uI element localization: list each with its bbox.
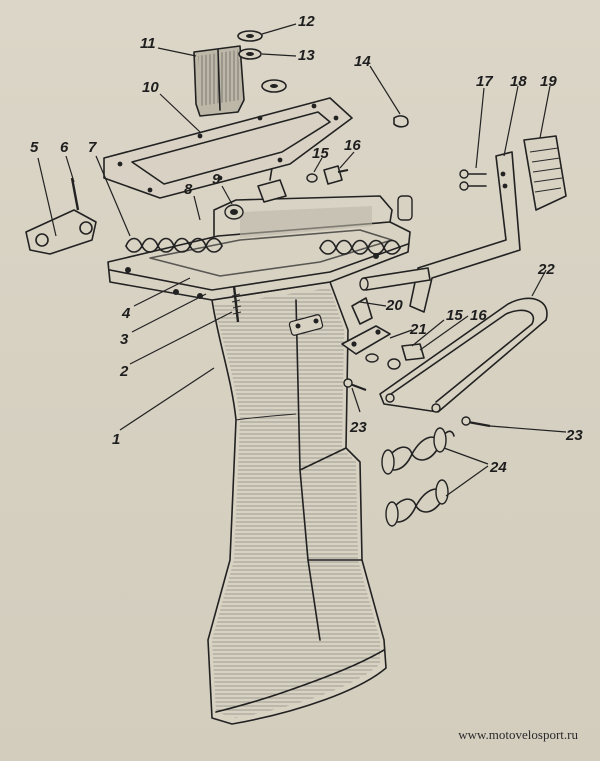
- callout-24: 24: [489, 459, 507, 476]
- callout-22: 22: [537, 261, 555, 278]
- callout-9: 9: [212, 171, 221, 188]
- callout-15-top: 15: [312, 145, 329, 162]
- grip-19: [523, 135, 567, 211]
- callout-2: 2: [119, 363, 129, 380]
- callouts: 1 2 3 4 5 6 7 8 9 10 11 12 13 14 15 15 1…: [30, 13, 583, 476]
- lever-5: [25, 177, 97, 255]
- screws-17: [459, 169, 487, 191]
- callout-7: 7: [88, 139, 97, 156]
- bolt-nut-lower: [365, 343, 425, 370]
- callout-20: 20: [385, 297, 403, 314]
- callout-16-top: 16: [344, 137, 361, 154]
- callout-16-lower: 16: [470, 307, 487, 324]
- callout-23-left: 23: [349, 419, 367, 436]
- bolt-nut-top: [306, 165, 349, 185]
- callout-5: 5: [30, 139, 39, 156]
- gasket: [103, 97, 353, 199]
- callout-11: 11: [140, 35, 156, 52]
- callout-17: 17: [476, 73, 493, 90]
- callout-3: 3: [120, 331, 129, 348]
- callout-15-lower: 15: [446, 307, 463, 324]
- rod-20: [359, 267, 431, 291]
- callout-14: 14: [354, 53, 371, 70]
- callout-18: 18: [510, 73, 527, 90]
- screw-2: [231, 285, 242, 323]
- stud-and-bushing: [224, 167, 287, 220]
- callout-13: 13: [298, 47, 315, 64]
- tiller-bracket-18: [409, 151, 521, 313]
- plate-14: [261, 79, 409, 128]
- callout-21: 21: [409, 321, 427, 338]
- springs-24: [381, 427, 455, 527]
- left-spring: [125, 237, 223, 253]
- callout-4: 4: [121, 305, 131, 322]
- washers-12-13: [237, 30, 263, 60]
- upper-adapter-plate: [107, 195, 411, 301]
- strap-22: [379, 297, 548, 413]
- right-spring: [319, 195, 413, 255]
- callout-19: 19: [540, 73, 557, 90]
- site-watermark: www.motovelosport.ru: [458, 727, 578, 742]
- clamp-plate-21: [341, 297, 391, 355]
- callout-6: 6: [60, 139, 69, 156]
- callout-12: 12: [298, 13, 315, 30]
- callout-23-right: 23: [565, 427, 583, 444]
- screws-23: [343, 378, 491, 428]
- leg-housing: [207, 281, 387, 725]
- leader-lines: [37, 23, 567, 497]
- callout-8: 8: [184, 181, 193, 198]
- callout-1: 1: [112, 431, 120, 448]
- callout-10: 10: [142, 79, 159, 96]
- exhaust-pipe-fragment: [193, 45, 245, 117]
